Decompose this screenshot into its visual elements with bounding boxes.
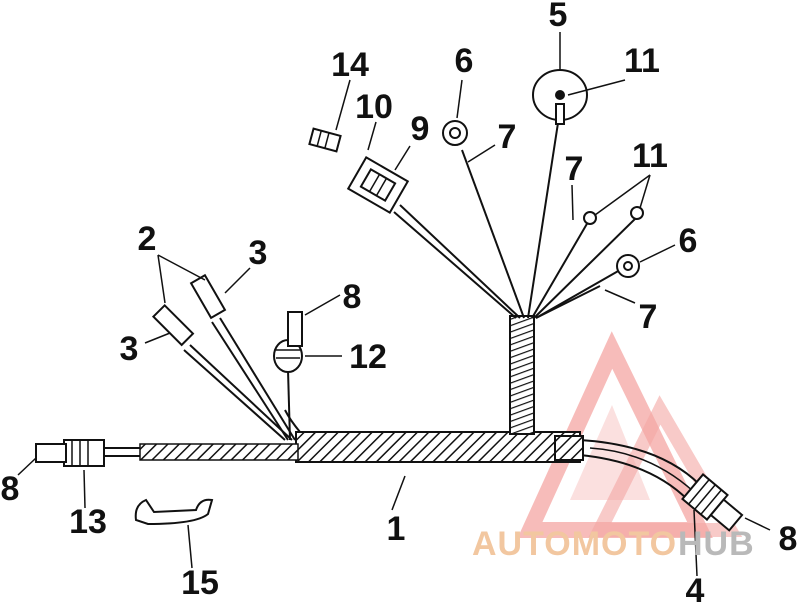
callout-3-upper: 3 — [249, 234, 268, 272]
callout-3-lower: 3 — [120, 330, 139, 368]
callout-7-middle: 7 — [565, 150, 584, 188]
callout-10: 10 — [355, 88, 393, 126]
watermark-hub: HUB — [678, 525, 755, 563]
callout-6-upper: 6 — [455, 42, 474, 80]
upper-branch — [308, 69, 644, 319]
leader-lines — [17, 32, 771, 577]
callout-14: 14 — [331, 46, 369, 84]
callout-4: 4 — [686, 572, 705, 606]
watermark-text: AUTOMOTO HUB — [472, 525, 755, 563]
callout-15: 15 — [181, 564, 219, 602]
callout-5: 5 — [549, 0, 568, 34]
callout-11-upper: 11 — [624, 42, 660, 80]
callout-8-right: 8 — [779, 520, 798, 558]
callout-11-right: 11 — [632, 137, 668, 175]
callout-1: 1 — [387, 510, 406, 548]
left-branch — [151, 273, 303, 441]
callout-8-left: 8 — [1, 470, 20, 508]
callout-9: 9 — [411, 110, 430, 148]
watermark-automoto: AUTOMOTO — [472, 525, 677, 563]
right-sleeve — [554, 435, 744, 532]
callout-2: 2 — [138, 220, 157, 258]
harness-trunk — [139, 315, 581, 463]
callout-7-lower: 7 — [639, 298, 658, 336]
callout-8-center: 8 — [343, 278, 362, 316]
callout-13: 13 — [69, 503, 107, 541]
callout-12: 12 — [349, 338, 387, 376]
callout-7-upper: 7 — [498, 118, 517, 156]
left-wire — [35, 439, 140, 467]
clip-part — [134, 498, 214, 526]
callout-6-right: 6 — [679, 222, 698, 260]
